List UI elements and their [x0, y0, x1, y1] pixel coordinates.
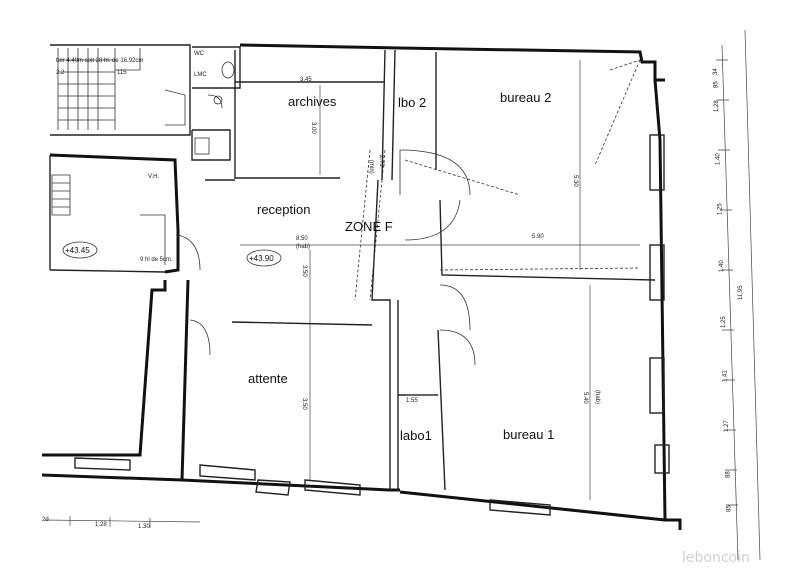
right-dimension-labels: 34 85 1.28 1.40 1.25 1.40 1.25 1.41 1.27 88 85 — [713, 68, 733, 512]
dim-right-8: 1.27 — [724, 420, 730, 432]
wall-bureau2-bottom — [439, 199, 656, 281]
wall-archives-left — [234, 50, 340, 179]
wc-label: WC — [194, 51, 205, 57]
room-bureau2: bureau 2 — [500, 90, 551, 105]
level-left: +43.45 — [65, 246, 90, 255]
door-labo2 — [404, 199, 461, 241]
hl-note: 9 hl de 5cm. — [140, 257, 173, 263]
wall-bottom-left — [41, 473, 400, 492]
windows-bottom — [74, 457, 551, 516]
door-vestibule — [177, 234, 201, 271]
dim-bottom-b: 1.30 — [138, 524, 150, 530]
wall-left-lower — [42, 280, 167, 457]
dimension-lines — [44, 59, 641, 528]
wall-top-right — [399, 46, 665, 82]
dim-right-2: 1.28 — [714, 100, 720, 112]
dim-right-1: 85 — [713, 81, 719, 88]
dim-right-5: 1.40 — [719, 260, 725, 272]
dim-reception-sub: (hab) — [296, 244, 310, 250]
dim-bureau2-depth: 5.30 — [572, 175, 578, 187]
dim-bureau1-sub: (hab) — [594, 390, 600, 404]
dim-labo1-width: 1.55 — [406, 398, 418, 404]
room-labo2: lbo 2 — [398, 95, 426, 110]
wall-left-middle — [49, 153, 180, 274]
door-wc — [207, 94, 223, 109]
lave-mains-label: LMC — [194, 72, 207, 78]
wall-bureau1-left — [437, 329, 446, 491]
header-note: tter 4.40m soit 28 hl. de 16.92cm — [56, 58, 143, 64]
room-zone: ZONE F — [345, 219, 393, 234]
room-bureau1: bureau 1 — [503, 427, 554, 442]
dim-bottom-start: 2d — [42, 517, 49, 523]
wall-vestibule-bottom — [49, 269, 166, 273]
room-attente: attente — [248, 371, 288, 386]
door-bureau1-upper — [439, 284, 471, 331]
dim-right-7: 1.41 — [722, 370, 728, 382]
annotations: tter 4.40m soit 28 hl. de 16.92cm 2.2 11… — [56, 51, 282, 267]
dim-right-total: 11.95 — [738, 285, 744, 300]
dim-right-0: 34 — [713, 68, 719, 75]
stair-a: 2.2 — [56, 70, 65, 76]
room-reception: reception — [257, 202, 310, 217]
stair-b: 115 — [117, 70, 127, 76]
dim-reception-width: 8.50 — [296, 236, 308, 242]
door-bureau1 — [439, 329, 476, 366]
wall-top-center — [239, 43, 401, 50]
vh-label: V.H. — [148, 174, 159, 180]
wall-attente-top — [231, 321, 373, 326]
dim-archives-depth: 3.00 — [310, 122, 316, 134]
wall-labo2-left — [391, 49, 396, 181]
dim-reception-depth: 3.50 — [301, 265, 307, 277]
door-attente — [189, 319, 211, 356]
wc-fixtures — [194, 61, 235, 155]
level-center: +43.90 — [249, 254, 274, 263]
dim-right-3: 1.40 — [716, 153, 722, 165]
dim-corridor: 2.75 — [378, 155, 384, 167]
room-archives: archives — [288, 94, 337, 109]
right-dim-ruler — [716, 29, 761, 561]
dim-attente-depth: 3.50 — [301, 398, 307, 410]
wall-center-vertical — [371, 179, 391, 490]
stairs-lower — [51, 174, 166, 265]
watermark: leboncoin — [682, 550, 750, 566]
wall-stair-block — [50, 44, 191, 136]
wall-wc — [192, 46, 241, 89]
wall-bottom-right — [399, 490, 666, 522]
dim-archives-width: 3.45 — [300, 77, 312, 83]
dim-right-4: 1.25 — [717, 203, 723, 215]
dim-right-6: 1.25 — [721, 316, 727, 328]
room-labels: archives bureau 2 lbo 2 reception ZONE F… — [248, 90, 554, 443]
wall-washroom — [191, 129, 231, 161]
dim-bureau2-width: 5.90 — [532, 234, 544, 240]
level-left-marker — [62, 241, 98, 259]
dim-bottom-a: 1.28 — [95, 522, 107, 528]
level-center-marker — [246, 249, 282, 267]
wall-archives-right — [381, 49, 386, 181]
room-labo1: labo1 — [400, 428, 432, 443]
doors — [177, 94, 476, 366]
stairs-upper — [57, 48, 186, 130]
wall-attente-left — [180, 279, 190, 481]
dim-corridor-sub: (min) — [368, 160, 374, 174]
outer-walls — [41, 43, 682, 530]
door-bureau2 — [399, 149, 471, 196]
dim-right-10: 85 — [727, 505, 733, 512]
dimension-texts: 3.45 3.00 5.30 5.90 8.50 (hab) 3.50 2.75… — [42, 68, 744, 530]
wall-right-facade — [653, 79, 682, 530]
dim-bureau1-depth: 5.40 — [582, 392, 588, 404]
partitions — [49, 46, 656, 491]
dim-right-9: 88 — [725, 471, 731, 478]
windows-right — [649, 134, 670, 474]
